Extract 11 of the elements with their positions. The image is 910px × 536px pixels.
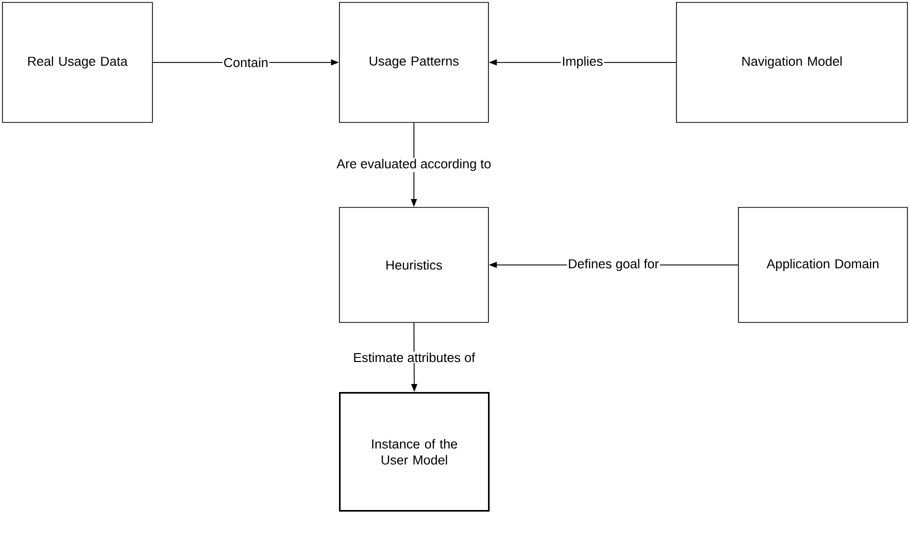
- edge-label: Defines goal for: [566, 258, 660, 272]
- edge-label: Estimate attributes of: [352, 352, 476, 364]
- process-box: Instance of the User Model: [339, 392, 490, 512]
- process-box: Navigation Model: [676, 2, 908, 123]
- process-box: Real Usage Data: [2, 2, 153, 123]
- process-box: Usage Patterns: [339, 2, 489, 123]
- edge-label: Contain: [222, 56, 270, 68]
- edge-label: Implies: [560, 55, 604, 70]
- edge-label: Are evaluated according to: [336, 158, 492, 172]
- process-box: Application Domain: [738, 207, 908, 323]
- process-box: Heuristics: [339, 207, 489, 323]
